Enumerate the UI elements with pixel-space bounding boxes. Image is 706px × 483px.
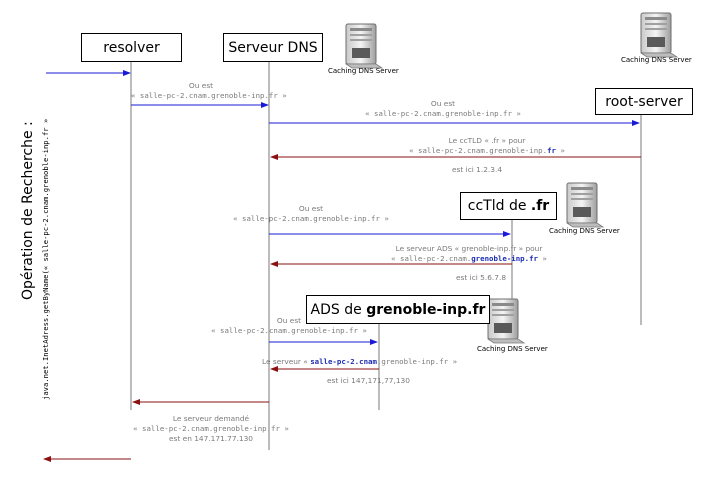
actor-ads: ADS de grenoble-inp.fr [306, 295, 490, 324]
message-text: .grenoble-inp.fr » [376, 357, 458, 366]
message-line: Le serveur ADS « grenoble-inp.fr » pour [395, 244, 543, 253]
actor-serveur-dns: Serveur DNS [223, 33, 323, 62]
message-line: Le ccTLD « .fr » pour [448, 136, 526, 145]
message-line: Ou est [188, 81, 214, 90]
message-line: « salle-pc-2.cnam.grenoble-inp.fr » [233, 214, 389, 223]
operation-title: Opération de Recherche : [20, 121, 36, 300]
message-label: Le serveur ADS « grenoble-inp.fr » pour … [366, 244, 572, 264]
server-icon [566, 182, 604, 228]
highlight-text: salle-pc-2.cnam [310, 357, 377, 366]
message-text: Le serveur « [262, 357, 311, 366]
message-text: » [555, 146, 565, 155]
message-line: « salle-pc-2.cnam.grenoble-inp.fr » [365, 109, 521, 118]
message-result: est ici 1.2.3.4 [452, 165, 503, 174]
message-label: Ou est « salle-pc-2.cnam.grenoble-inp.fr… [355, 99, 531, 119]
message-label: Ou est « salle-pc-2.cnam.grenoble-inp.fr… [201, 316, 377, 336]
lookup-call: java.net.InetAdress.getByName(« salle-pc… [41, 118, 50, 400]
message-line: Ou est [276, 316, 302, 325]
server-icon [345, 23, 383, 69]
message-line: « salle-pc-2.cnam.grenoble-inp.fr » [366, 254, 572, 264]
message-label: Le serveur « salle-pc-2.cnam.grenoble-in… [262, 357, 457, 367]
actor-root-server-label: root-server [605, 93, 683, 110]
message-line: « salle-pc-2.cnam.grenoble-inp.fr » [211, 326, 367, 335]
server-caption: Caching DNS Server [621, 56, 692, 64]
message-text: » [537, 254, 547, 263]
highlight-text: fr [547, 146, 556, 155]
server-icon [640, 12, 678, 58]
message-line: « salle-pc-2.cnam.grenoble-inp.fr » [133, 424, 289, 433]
actor-ads-bold: grenoble-inp.fr [366, 301, 486, 318]
server-icon [487, 298, 525, 344]
message-label: Le ccTLD « .fr » pour « salle-pc-2.cnam.… [396, 136, 578, 156]
message-text: « salle-pc-2.cnam. [391, 254, 472, 263]
message-result: est ici 147,171,77,130 [327, 376, 410, 385]
actor-resolver: resolver [81, 33, 182, 62]
actor-cctld-prefix: ccTld de [467, 198, 531, 214]
message-text: « salle-pc-2.cnam.grenoble-inp. [409, 146, 548, 155]
actor-ads-label: ADS de grenoble-inp.fr [311, 302, 486, 318]
actor-cctld: ccTld de .fr [460, 192, 557, 220]
message-label: Ou est « salle-pc-2.cnam.grenoble-inp.fr… [223, 204, 399, 224]
actor-ads-prefix: ADS de [310, 301, 367, 318]
server-caption: Caching DNS Server [549, 227, 620, 235]
actor-serveur-dns-label: Serveur DNS [228, 39, 318, 56]
actor-cctld-bold: .fr [530, 198, 550, 214]
message-line: Ou est [430, 99, 456, 108]
actor-resolver-label: resolver [103, 39, 160, 56]
message-line: Ou est [298, 204, 324, 213]
message-label: Le serveur demandé « salle-pc-2.cnam.gre… [122, 414, 300, 444]
message-line: « salle-pc-2.cnam.grenoble-inp.fr » [396, 146, 578, 156]
server-caption: Caching DNS Server [477, 345, 548, 353]
actor-cctld-label: ccTld de .fr [468, 198, 549, 214]
message-label: Ou est « salle-pc-2.cnam.grenoble-inp.fr… [131, 81, 287, 101]
highlight-text: grenoble-inp.fr [471, 254, 538, 263]
message-line: Le serveur demandé [172, 414, 250, 423]
message-line: « salle-pc-2.cnam.grenoble-inp.fr » [131, 91, 287, 100]
message-line: est en 147.171.77.130 [169, 434, 253, 443]
message-result: est ici 5.6.7.8 [456, 273, 507, 282]
server-caption: Caching DNS Server [328, 67, 399, 75]
actor-root-server: root-server [595, 88, 693, 115]
